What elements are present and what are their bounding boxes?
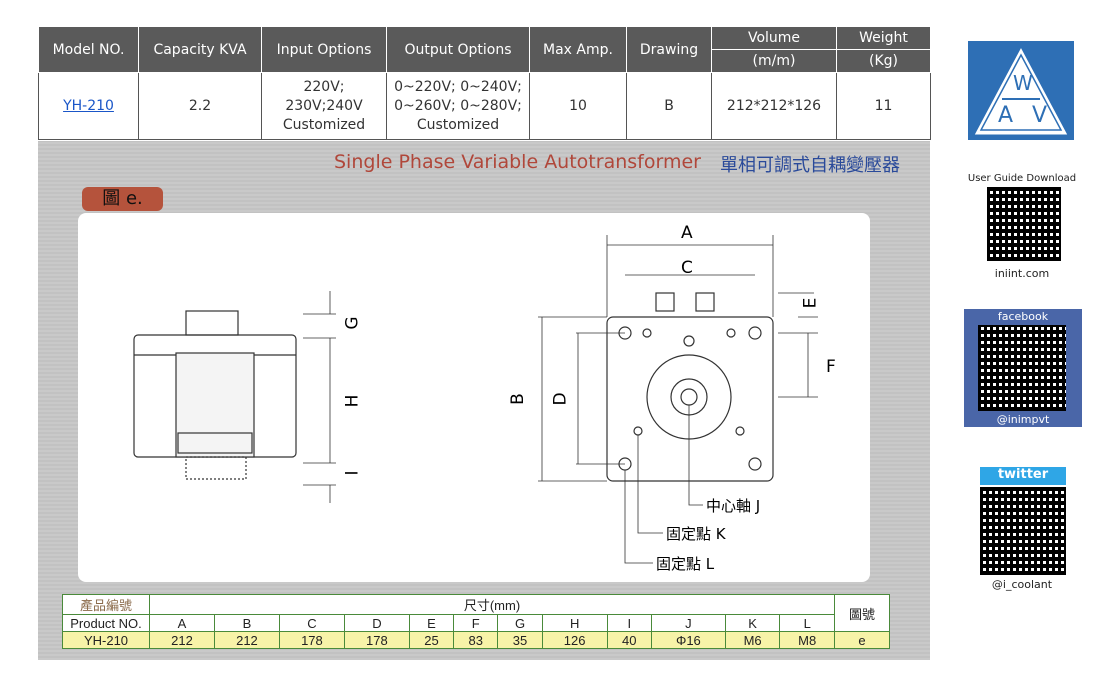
output-cell: 0~220V; 0~240V; 0~260V; 0~280V; Customized (386, 72, 530, 140)
dim-label-g: G (342, 316, 363, 330)
dim-col-l: L (779, 614, 835, 632)
dim-col-h: H (541, 614, 608, 632)
dim-value-j: Φ16 (650, 631, 726, 649)
dim-col-j: J (650, 614, 726, 632)
capacity-cell: 2.2 (138, 72, 262, 140)
output-line: 0~220V; 0~240V; (394, 78, 522, 95)
label-fixing-point-k: 固定點 K (666, 525, 726, 543)
header-model: Model NO. (38, 26, 139, 73)
fig-value: e (834, 631, 890, 649)
table-row: YH-210 2.2 220V; 230V;240V Customized 0~22… (38, 72, 931, 140)
input-line: Customized (282, 116, 366, 133)
header-volume-unit: (m/m) (711, 49, 837, 73)
dim-col-k: K (724, 614, 781, 632)
dim-value-d: 178 (343, 631, 410, 649)
dim-value-b: 212 (213, 631, 280, 649)
volume-cell: 212*212*126 (711, 72, 837, 140)
dim-col-f: F (453, 614, 499, 632)
header-capacity: Capacity KVA (138, 26, 262, 73)
facebook-label: facebook (997, 310, 1049, 323)
dim-col-e: E (408, 614, 455, 632)
output-line: 0~260V; 0~280V; (394, 97, 522, 114)
header-volume: Volume (711, 26, 837, 50)
input-line: 220V; (303, 78, 345, 95)
model-cell: YH-210 (62, 631, 150, 649)
drawing-title-zh: 單相可調式自耦變壓器 (720, 155, 900, 176)
knob-shape (185, 310, 239, 336)
label-fixing-point-l: 固定點 L (656, 555, 715, 573)
guide-label: User Guide Download (967, 173, 1077, 184)
product-en-header: Product NO. (62, 614, 150, 632)
input-line: 230V;240V (285, 97, 363, 114)
label-center-shaft: 中心軸 J (706, 497, 761, 515)
input-cell: 220V; 230V;240V Customized (261, 72, 387, 140)
dim-label-f: F (826, 357, 836, 377)
twitter-label: twitter (980, 467, 1066, 485)
drawing-cell: B (626, 72, 712, 140)
spec-table: Model NO. Capacity KVA Input Options Out… (38, 26, 931, 140)
technical-drawing: A C B D E F G H I 中心軸 J 固定點 K 固定點 L (78, 213, 870, 582)
header-output: Output Options (386, 26, 530, 73)
dim-label-d: D (550, 392, 571, 406)
model-link[interactable]: YH-210 (63, 97, 114, 114)
header-input: Input Options (261, 26, 387, 73)
product-zh-header: 產品編號 (62, 594, 150, 615)
dim-value-i: 40 (606, 631, 652, 649)
guide-site[interactable]: iniint.com (994, 267, 1050, 280)
drawing-title-en: Single Phase Variable Autotransformer (334, 151, 701, 173)
figure-badge: 圖 e. (82, 187, 163, 211)
max-amp-cell: 10 (529, 72, 627, 140)
dim-value-h: 126 (541, 631, 608, 649)
weight-cell: 11 (836, 72, 931, 140)
dim-label-e: E (800, 297, 821, 309)
brand-logo: W A V (968, 41, 1074, 140)
dim-col-g: G (497, 614, 543, 632)
facebook-qr-code[interactable] (978, 325, 1066, 411)
drawing-panel: Single Phase Variable Autotransformer 單相… (38, 141, 930, 660)
dim-label-i: I (342, 470, 363, 476)
header-weight-unit: (Kg) (836, 49, 931, 73)
dim-col-a: A (149, 614, 215, 632)
dim-value-k: M6 (724, 631, 781, 649)
dim-value-g: 35 (497, 631, 543, 649)
dim-col-i: I (606, 614, 652, 632)
output-line: Customized (416, 116, 500, 133)
twitter-handle[interactable]: @i_coolant (991, 578, 1053, 591)
twitter-qr-code[interactable] (980, 487, 1066, 575)
guide-qr-code[interactable] (987, 187, 1061, 261)
logo-av: A V (998, 103, 1054, 128)
size-header: 尺寸(mm) (149, 594, 835, 615)
dim-col-c: C (278, 614, 345, 632)
header-weight: Weight (836, 26, 931, 50)
dim-col-b: B (213, 614, 280, 632)
header-max-amp: Max Amp. (529, 26, 627, 73)
dim-value-e: 25 (408, 631, 455, 649)
header-drawing: Drawing (626, 26, 712, 73)
dim-label-h: H (342, 394, 363, 408)
dim-value-c: 178 (278, 631, 345, 649)
facebook-card: facebook @inimpvt (964, 309, 1082, 427)
dim-col-d: D (343, 614, 410, 632)
transformer-drawing (133, 235, 818, 564)
facebook-handle[interactable]: @inimpvt (996, 413, 1050, 426)
dim-value-f: 83 (453, 631, 499, 649)
logo-w: W (1013, 71, 1033, 95)
dim-label-b: B (507, 393, 528, 405)
fig-header: 圖號 (834, 594, 890, 632)
dim-label-a: A (681, 223, 693, 243)
dim-label-c: C (681, 258, 693, 278)
dim-value-a: 212 (149, 631, 215, 649)
dim-value-l: M8 (779, 631, 835, 649)
